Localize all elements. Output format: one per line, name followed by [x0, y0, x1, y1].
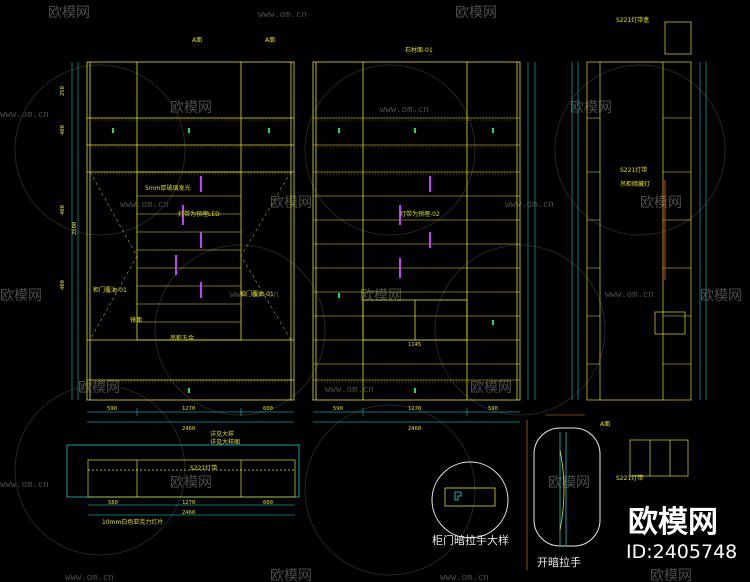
- brand-id: ID:2405748: [626, 541, 737, 563]
- dim-left-v0: 250: [60, 86, 66, 96]
- middle-green-marks: [338, 128, 494, 393]
- dim-left-v3: 400: [60, 280, 66, 290]
- watermark-url: www.om.cn: [380, 105, 429, 115]
- dim-elev1-seg1: 1270: [182, 406, 195, 412]
- dim-left-v2: 400: [60, 205, 66, 215]
- dim-plan-total: 2460: [182, 510, 195, 516]
- watermark-url: www.om.cn: [0, 110, 49, 120]
- left-green-marks: [112, 128, 270, 393]
- plan-view: [66, 444, 300, 498]
- dim-elev2-inner: 1145: [408, 342, 421, 348]
- right-bottom-detail: [629, 439, 689, 477]
- watermark-url: www.om.cn: [65, 573, 114, 582]
- middle-vertical-dims: [527, 62, 536, 400]
- watermark-url: www.om.cn: [230, 290, 279, 300]
- watermark-text: 欧模网: [270, 568, 312, 582]
- watermark-text: 欧模网: [78, 380, 120, 396]
- callout-top-2: 详见大样图: [210, 438, 240, 446]
- brand-title: 欧模网: [628, 505, 718, 540]
- right-dims: [571, 62, 707, 400]
- top-panel-label: 石材面-01: [405, 46, 433, 54]
- watermark-text: 欧模网: [170, 100, 212, 116]
- middle-led-strips: [399, 176, 431, 278]
- watermark-text: 欧模网: [455, 5, 497, 21]
- watermark-url: www.om.cn: [325, 385, 374, 395]
- section-bot-label: S221灯带: [616, 474, 643, 482]
- cabinet-door-label: 柜门覆油-01: [93, 286, 127, 294]
- dim-elev1-seg2: 600: [263, 406, 273, 412]
- bottom-note: 10mm白色亚克力灯片: [102, 518, 163, 526]
- section-top-box: [664, 21, 692, 55]
- dim-plan-seg0: 580: [108, 500, 118, 506]
- cabinet-door-label-right: 柜门覆油-01: [240, 290, 274, 298]
- dim-elev2-seg0: 590: [333, 406, 343, 412]
- watermark-url: www.om.cn: [0, 480, 49, 490]
- dim-plan-seg1: 1270: [182, 500, 195, 506]
- section-mid2-label: 吊柜暗藏灯: [620, 180, 650, 188]
- led-note: 灯带为预埋LED: [178, 210, 220, 218]
- handle-detail: [431, 461, 509, 539]
- watermark-layer: www.om.cn 欧模网 欧模网 www.om.cn 欧模网 www.om.c…: [0, 5, 742, 582]
- plan-note: S221灯带: [190, 464, 217, 472]
- watermark-text: 欧模网: [700, 288, 742, 304]
- dim-plan-seg2: 600: [263, 500, 273, 506]
- watermark-url: www.om.cn: [258, 10, 307, 20]
- watermark-text: 欧模网: [640, 195, 682, 211]
- left-horizontal-dims: [87, 408, 294, 423]
- watermark-url: www.om.cn: [440, 573, 489, 582]
- dim-elev2-total: 2460: [408, 426, 421, 432]
- dim-left-total: 2500: [72, 222, 78, 235]
- callout-top: 详见大样: [210, 430, 234, 438]
- detail-a-label: A面: [600, 421, 610, 428]
- watermark-url: www.om.cn: [120, 200, 169, 210]
- section-top-label: S221灯带盒: [616, 16, 649, 24]
- detail-leader: [526, 414, 585, 570]
- mirror-label: 镜面: [130, 316, 142, 324]
- watermark-url: www.om.cn: [605, 290, 654, 300]
- dim-left-v1: 400: [60, 125, 66, 135]
- watermark-text: 欧模网: [360, 288, 402, 304]
- dim-elev1-seg0: 590: [107, 406, 117, 412]
- section-mid-label: S221灯带: [620, 166, 647, 174]
- watermark-text: 欧模网: [470, 380, 512, 396]
- left-vertical-dims: [71, 62, 79, 400]
- dim-elev2-seg2: 590: [488, 406, 498, 412]
- watermark-text: 欧模网: [570, 100, 612, 116]
- watermark-text: 欧模网: [548, 475, 590, 491]
- watermark-text: 欧模网: [170, 475, 212, 491]
- glass-note: 5mm厚玻璃发光: [145, 184, 191, 192]
- lamp-note-right: 灯带为预埋-02: [400, 210, 440, 218]
- left-shelf-dots: [92, 119, 289, 383]
- open-handle-detail: [533, 427, 601, 547]
- left-elevation: [86, 61, 295, 401]
- watermark-url: www.om.cn: [505, 200, 554, 210]
- plan-dims: [88, 504, 295, 516]
- watermark-text: 欧模网: [0, 288, 42, 304]
- hardware-label: 吊柜五金: [170, 334, 194, 342]
- view-label-a2: A面: [265, 37, 275, 44]
- middle-horizontal-dims: [313, 408, 520, 423]
- dim-elev1-total: 2460: [182, 426, 195, 432]
- view-label-a: A面: [192, 37, 202, 44]
- left-led-strips: [175, 176, 202, 298]
- watermark-text: 欧模网: [650, 568, 692, 582]
- watermark-text: 欧模网: [48, 5, 90, 21]
- dim-elev2-seg1: 1270: [408, 406, 421, 412]
- caption-open: 开暗拉手: [537, 555, 581, 569]
- right-section: [586, 61, 692, 401]
- middle-elevation: [312, 61, 521, 401]
- brand-logo: 欧模网 ID:2405748: [626, 505, 737, 563]
- caption-handle: 柜门暗拉手大样: [432, 533, 509, 547]
